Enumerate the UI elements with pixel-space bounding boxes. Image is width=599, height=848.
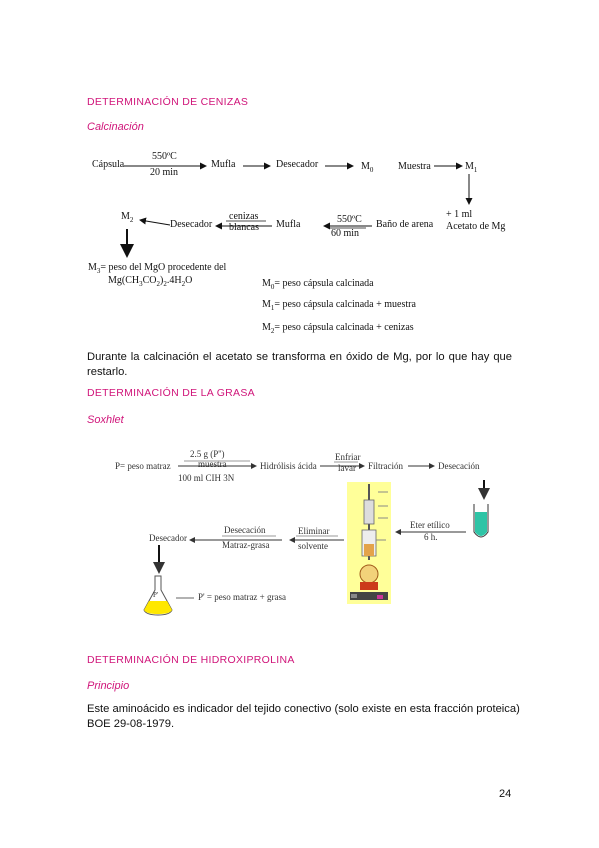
plus-ml-label: + 1 ml	[446, 209, 473, 220]
flask-p-prime-label: P'	[153, 591, 159, 599]
top-sample-label: 2.5 g (P'')	[190, 449, 225, 459]
acetato-label: Acetato de Mg	[446, 221, 506, 232]
volume-label: 100 ml CIH 3N	[178, 473, 235, 483]
eliminar-label: Eliminar	[298, 526, 330, 536]
capsula-label: Cápsula	[92, 159, 125, 170]
solvente-label: solvente	[298, 541, 328, 551]
m0-label: M0	[361, 161, 374, 174]
mufla1-label: Mufla	[211, 159, 236, 170]
filtracion-label: Filtración	[368, 461, 403, 471]
def-m1: M1= peso cápsula calcinada + muestra	[262, 299, 416, 312]
section-heading-cenizas: DETERMINACIÓN DE CENIZAS	[87, 96, 249, 108]
temp1-label: 550ºC	[152, 151, 177, 162]
desecacion-label: Desecación	[438, 461, 480, 471]
hidroxiprolina-line1: Este aminoácido es indicador del tejido …	[87, 703, 520, 715]
temp2-label: 550ºC	[337, 214, 362, 225]
desecador1-label: Desecador	[276, 159, 319, 170]
muestra-label: Muestra	[398, 161, 431, 172]
blancas-label: blancas	[229, 222, 259, 233]
enfriar-label: Enfriar	[335, 452, 361, 462]
hidrolisis-label: Hidrólisis ácida	[260, 461, 317, 471]
hidroxiprolina-line2: BOE 29-08-1979.	[87, 718, 175, 730]
p-peso-matraz: P= peso matraz	[115, 461, 171, 471]
lavar-label: lavar	[338, 463, 356, 473]
p-prime-label: P' = peso matraz + grasa	[198, 592, 286, 602]
desecador2-label: Desecador	[170, 219, 213, 230]
horas-label: 6 h.	[424, 532, 438, 542]
eter-label: Eter etílico	[410, 520, 450, 530]
subheading-soxhlet: Soxhlet	[87, 414, 124, 426]
bano-label: Baño de arena	[376, 219, 434, 230]
def-m2: M2= peso cápsula calcinada + cenizas	[262, 322, 414, 335]
cenizas-label: cenizas	[229, 211, 259, 222]
time2-label: 60 min	[331, 228, 360, 239]
desecacion2-label: Desecación	[224, 525, 266, 535]
def-m0: M0= peso cápsula calcinada	[262, 278, 374, 291]
page-number: 24	[499, 788, 512, 800]
m3-definition-line1: M3= peso del MgO procedente del	[88, 262, 227, 275]
m3-definition-line2: Mg(CH3CO2)2.4H2O	[108, 275, 193, 288]
muestra-label: muestra	[198, 459, 227, 469]
subheading-calcinacion: Calcinación	[87, 121, 144, 133]
subheading-principio: Principio	[87, 680, 130, 692]
time1-label: 20 min	[150, 167, 179, 178]
mufla2-label: Mufla	[276, 219, 301, 230]
matraz-grasa-label: Matraz-grasa	[222, 540, 270, 550]
m1-label: M1	[465, 161, 478, 174]
section-heading-grasa: DETERMINACIÓN DE LA GRASA	[87, 387, 255, 399]
m2-label: M2	[121, 211, 134, 224]
desecador-label: Desecador	[149, 533, 187, 543]
calcinacion-paragraph: Durante la calcinación el acetato se tra…	[87, 351, 512, 378]
arrow-desecador-m2	[139, 217, 171, 226]
section-heading-hidroxiprolina: DETERMINACIÓN DE HIDROXIPROLINA	[87, 654, 295, 666]
